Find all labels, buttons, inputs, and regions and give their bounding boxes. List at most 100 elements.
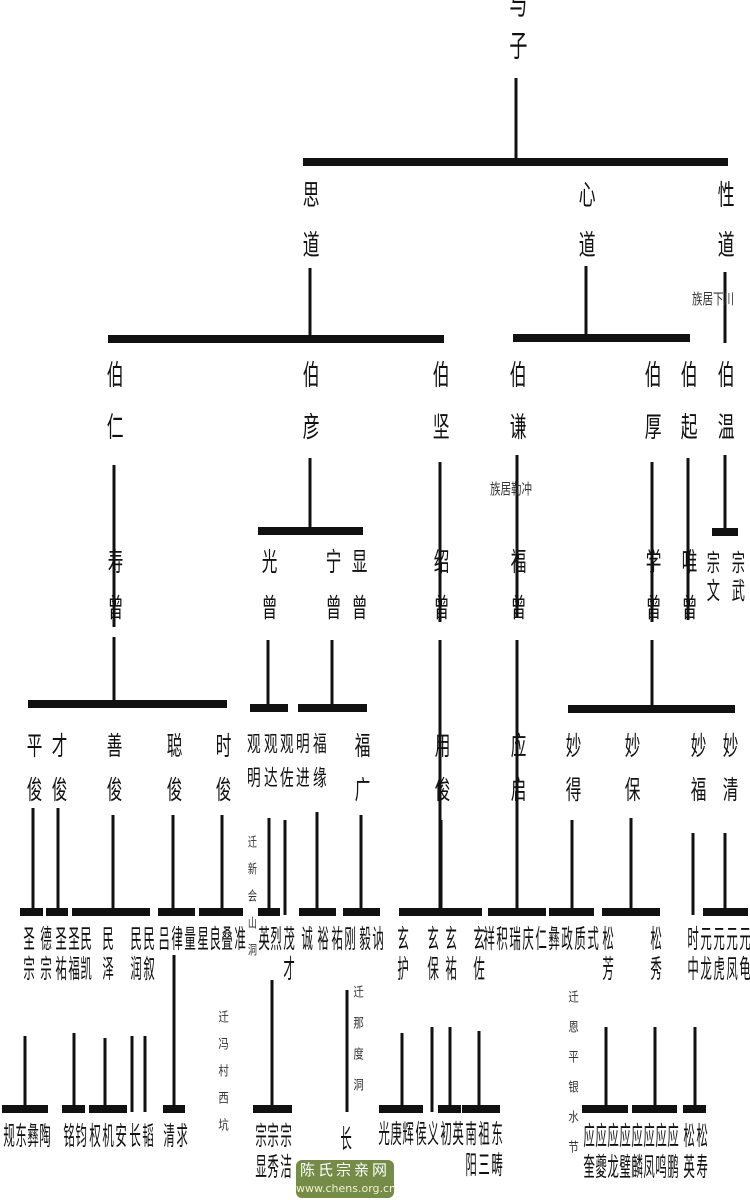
gen2-name: 伯温: [715, 360, 736, 464]
gen5-name: 政: [559, 925, 573, 955]
gen5-name: 玄祐: [443, 925, 457, 985]
gen4-name: 用俊: [432, 732, 450, 820]
note-xinhui: 迁新会山洞: [245, 835, 257, 970]
gen5-name: 松秀: [648, 925, 662, 985]
gen3-name: 寿曾: [105, 548, 123, 640]
gen5-name: 讷: [370, 925, 384, 955]
sibling-bar: [258, 527, 363, 535]
sibling-bar: [199, 908, 243, 916]
gen6-name: 规: [1, 1122, 15, 1153]
gen4-name: 妙清: [720, 732, 738, 820]
sibling-bar: [72, 908, 150, 916]
gen1-name: 思道: [300, 180, 321, 280]
gen6-name: 庚: [388, 1120, 402, 1151]
gen5-name: 积: [494, 925, 508, 955]
gen6-name: 韬: [140, 1122, 154, 1153]
gen5-name: 元龙: [698, 925, 712, 985]
note-xiachuan: 族居下川: [692, 290, 735, 308]
gen2-name: 伯谦: [507, 360, 528, 464]
gen6-name: 应鸣: [653, 1122, 667, 1184]
sibling-bar: [298, 704, 367, 712]
gen5-name: 烈: [268, 925, 282, 955]
gen4-name: 应启: [508, 732, 526, 820]
sibling-bar: [462, 1105, 500, 1113]
sibling-bar: [712, 528, 738, 536]
gen4-name: 时俊: [213, 732, 231, 820]
gen6-name: 宗洁: [278, 1122, 292, 1184]
sibling-bar: [568, 705, 735, 713]
gen5-name: 诚: [299, 925, 313, 955]
gen3-name: 宗武: [729, 550, 745, 606]
watermark: 陈氏宗亲网 www.chens.org.cn: [296, 1160, 396, 1198]
gen5-name: 松芳: [600, 925, 614, 985]
sibling-bar: [703, 908, 748, 916]
gen6-name: 光: [376, 1120, 390, 1151]
gen6-name: 宗秀: [265, 1122, 279, 1184]
gen6-name: 祖三: [476, 1120, 490, 1182]
gen5-name: 玄佐: [471, 925, 485, 985]
sibling-bar: [258, 908, 280, 916]
gen6-name: 铭: [61, 1122, 75, 1153]
gen5-name: 元龟: [737, 925, 750, 985]
sibling-bar: [163, 1105, 185, 1113]
sibling-bar: [513, 334, 690, 342]
gen6-name: 东: [13, 1122, 27, 1153]
gen3-name: 显曾: [349, 548, 367, 640]
gen4-name: 妙福: [688, 732, 706, 820]
gen4-name: 明进: [293, 732, 310, 800]
gen6-name: 钧: [73, 1122, 87, 1153]
sibling-bar: [549, 908, 594, 916]
gen5-name: 吕: [156, 925, 170, 955]
gen6-name: 东畴: [489, 1120, 503, 1182]
gen5-name: 元虎: [711, 925, 725, 985]
gen6-name: 应夔: [593, 1122, 607, 1184]
sibling-bar: [582, 1105, 628, 1113]
sibling-bar: [343, 908, 380, 916]
gen5-name: 量: [182, 925, 196, 955]
gen5-name: 民润: [128, 925, 142, 985]
sibling-bar: [438, 1105, 461, 1113]
gen4-name: 观达: [261, 732, 278, 800]
gen5-name: 式: [585, 925, 599, 955]
gen6-name: 彝: [25, 1122, 39, 1153]
gen3-name: 绍曾: [431, 548, 449, 640]
gen5-name: 圣祐: [53, 925, 67, 985]
gen3-name: 唯曾: [679, 548, 697, 640]
gen6-name: 义: [425, 1120, 439, 1151]
gen6-name: 应龙: [605, 1122, 619, 1184]
gen4-name: 平俊: [24, 732, 42, 820]
sibling-bar: [303, 158, 728, 166]
gen6-name: 南阳: [463, 1120, 477, 1182]
gen5-name: 民叙: [141, 925, 155, 985]
gen6-name: 应凤: [641, 1122, 655, 1184]
gen5-name: 民凯: [78, 925, 92, 985]
sibling-bar: [89, 1105, 127, 1113]
gen5-name: 叠: [219, 925, 233, 955]
sibling-bar: [108, 335, 444, 343]
gen6-name: 清: [161, 1122, 175, 1153]
root-ancestor-name: 与子: [505, 0, 527, 72]
sibling-bar: [250, 704, 288, 712]
gen2-name: 伯厚: [642, 360, 663, 464]
gen3-name: 光曾: [259, 548, 277, 640]
gen5-name: 星: [195, 925, 209, 955]
gen5-name: 律: [169, 925, 183, 955]
sibling-bar: [399, 908, 482, 916]
gen6-name: 应鹏: [665, 1122, 679, 1184]
gen6-name: 机: [100, 1122, 114, 1153]
gen2-name: 伯坚: [430, 360, 451, 464]
gen5-name: 祐: [329, 925, 343, 955]
gen6-name: 长: [127, 1122, 141, 1153]
sibling-bar: [46, 908, 68, 916]
gen4-name: 福缘: [310, 732, 327, 800]
gen5-name: 毅: [357, 925, 371, 955]
gen5-name: 准: [232, 925, 246, 955]
sibling-bar: [28, 700, 227, 708]
gen6-name: 宗显: [253, 1122, 267, 1184]
note-lechong: 族居勒冲: [490, 480, 533, 498]
gen4-name: 妙得: [563, 732, 581, 820]
gen6-name: 权: [87, 1122, 101, 1153]
gen6-name: 应璧: [617, 1122, 631, 1184]
gen6-name: 侯: [413, 1120, 427, 1151]
